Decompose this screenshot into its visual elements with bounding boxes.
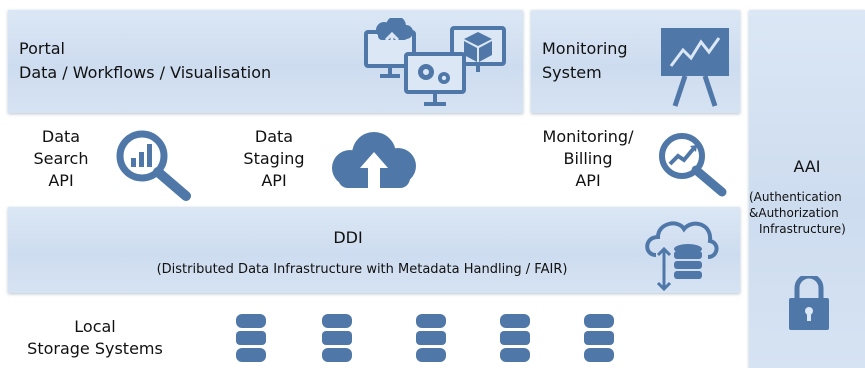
ddi-subtitle: (Distributed Data Infrastructure with Me… bbox=[156, 262, 568, 277]
portal-subtitle: Data / Workflows / Visualisation bbox=[19, 63, 272, 82]
portal-panel: Portal Data / Workflows / Visualisation bbox=[8, 10, 523, 113]
aai-panel: AAI (Authentication &Authorization Infra… bbox=[749, 10, 865, 368]
database-icon bbox=[584, 314, 614, 364]
aai-line3: Infrastructure) bbox=[759, 222, 846, 236]
cloud-upload-icon bbox=[326, 130, 422, 190]
local-storage-label: Local Storage Systems bbox=[27, 317, 163, 358]
presentation-chart-icon bbox=[659, 26, 731, 108]
ddi-title: DDI bbox=[333, 228, 363, 247]
monitoring-system-panel: Monitoring System bbox=[531, 10, 740, 113]
aai-line2: &Authorization bbox=[749, 206, 839, 220]
search-trend-icon bbox=[654, 130, 734, 200]
database-icon bbox=[416, 314, 446, 364]
database-icon bbox=[322, 314, 352, 364]
search-analytics-icon bbox=[112, 128, 198, 202]
database-icon bbox=[236, 314, 266, 364]
portal-title: Portal bbox=[19, 39, 65, 58]
cloud-database-icon bbox=[642, 215, 722, 291]
computer-network-icon bbox=[360, 18, 510, 108]
aai-line1: (Authentication bbox=[749, 190, 842, 204]
monitoring-system-line1: Monitoring bbox=[542, 39, 628, 58]
ddi-panel: DDI (Distributed Data Infrastructure wit… bbox=[8, 207, 740, 293]
data-search-api-label: Data Search API bbox=[33, 127, 89, 190]
monitoring-system-line2: System bbox=[542, 63, 602, 82]
lock-icon bbox=[789, 276, 829, 330]
database-icon bbox=[500, 314, 530, 364]
aai-title: AAI bbox=[793, 157, 821, 176]
monitoring-billing-api-label: Monitoring/ Billing API bbox=[542, 127, 634, 190]
data-staging-api-label: Data Staging API bbox=[243, 127, 305, 190]
